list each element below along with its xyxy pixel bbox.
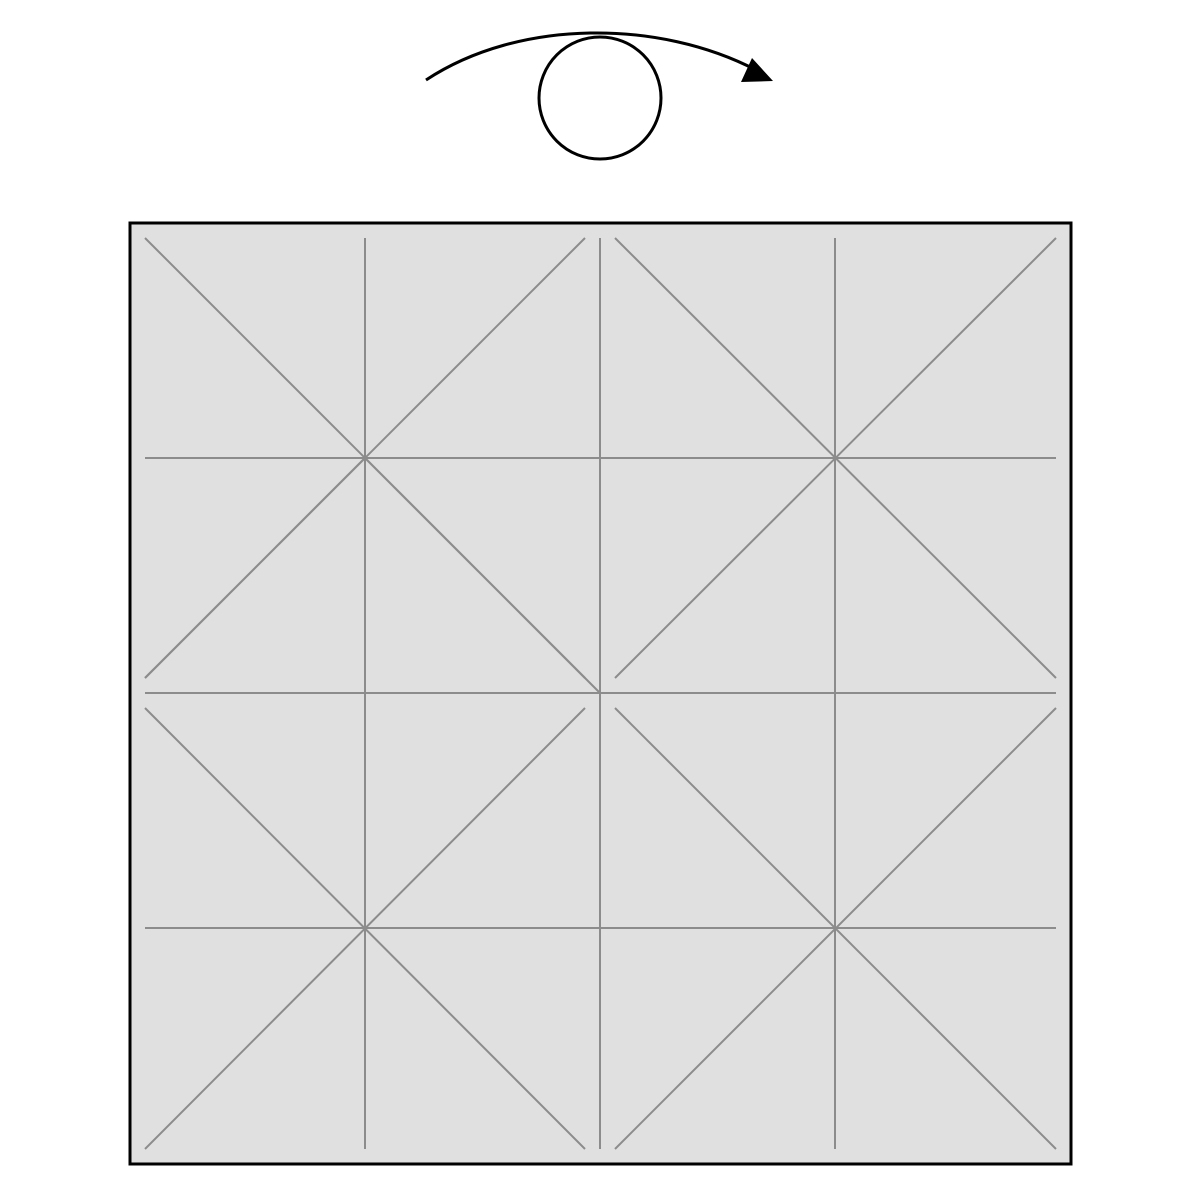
crease-diagonal: [614, 707, 1057, 1150]
curved-arrow-icon: [425, 31, 757, 82]
turn-over-symbol: [425, 31, 773, 161]
circle-icon: [537, 35, 663, 161]
paper-square: [128, 221, 1073, 1166]
crease-diagonal: [144, 707, 586, 1150]
crease-diagonal: [364, 457, 601, 694]
crease-lines: [144, 237, 1057, 1150]
crease-diagonal: [614, 237, 1057, 679]
crease-diagonal: [144, 457, 366, 679]
arrow-head-icon: [741, 58, 773, 82]
